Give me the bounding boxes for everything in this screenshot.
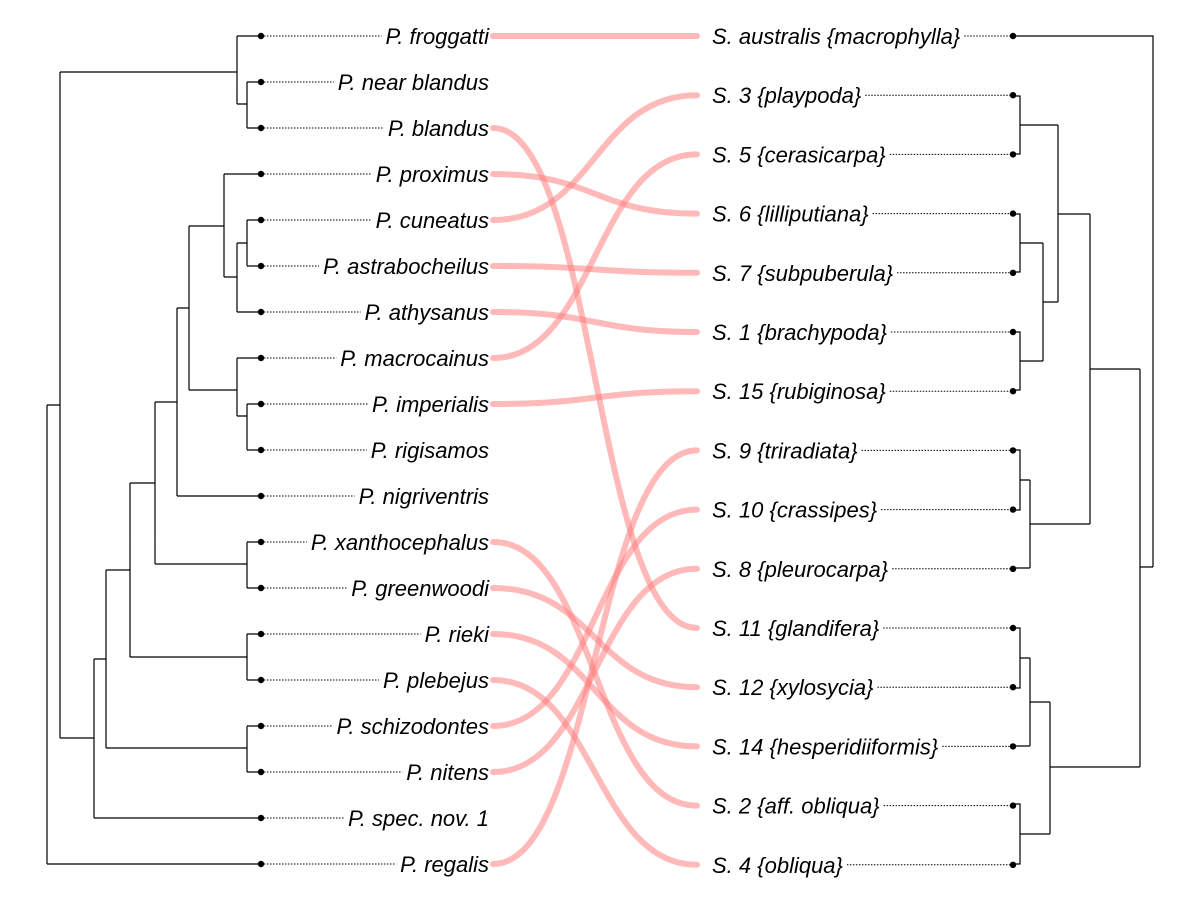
association-lines — [490, 33, 700, 868]
left-tip-point — [257, 722, 265, 730]
right-taxon-label-s-14-hesperidiiformis: S. 14 {hesperidiiformis} — [712, 734, 939, 759]
right-tip-point — [1009, 506, 1017, 513]
right-tip-point — [1009, 743, 1017, 750]
left-taxon-label-p-nitens: P. nitens — [406, 760, 489, 785]
leader-lines — [261, 35, 1013, 866]
right-tip-point — [1009, 684, 1017, 691]
right-tip-point — [1009, 210, 1017, 217]
association-line-p-cuneatus — [490, 92, 700, 223]
association-line-p-macrocainus — [490, 151, 700, 361]
right-taxon-label-s-10-crassipes: S. 10 {crassipes} — [712, 498, 878, 523]
left-tip-point — [257, 216, 265, 224]
left-taxon-label-p-rieki: P. rieki — [425, 622, 491, 647]
left-taxon-label-p-athysanus: P. athysanus — [365, 300, 489, 325]
left-tip-point — [257, 262, 265, 270]
association-line-p-athysanus — [490, 309, 700, 335]
right-taxon-label-s-4-obliqua: S. 4 {obliqua} — [712, 853, 844, 878]
association-line-p-regalis — [490, 447, 700, 867]
association-line-p-rieki — [490, 631, 700, 750]
left-taxon-label-p-schizodontes: P. schizodontes — [337, 714, 489, 739]
right-taxon-label-s-3-playpoda: S. 3 {playpoda} — [712, 83, 862, 108]
left-tip-point — [257, 124, 265, 132]
association-line-p-schizodontes — [490, 506, 700, 729]
left-taxon-label-p-imperialis: P. imperialis — [372, 392, 489, 417]
association-line-p-imperialis — [490, 388, 700, 407]
right-tip-point — [1009, 802, 1017, 809]
left-tip-point — [257, 400, 265, 408]
left-dendrogram — [46, 35, 261, 865]
left-tip-point — [257, 538, 265, 546]
right-taxon-label-s-9-triradiata: S. 9 {triradiata} — [712, 438, 858, 463]
association-line-p-astrabocheilus — [490, 263, 700, 276]
right-tip-point — [1009, 447, 1017, 454]
right-tip-point — [1009, 565, 1017, 572]
right-tip-point — [1009, 388, 1017, 395]
right-tip-point — [1009, 151, 1017, 158]
left-tip-point — [257, 32, 265, 40]
right-taxon-label-s-7-subpuberula: S. 7 {subpuberula} — [712, 261, 894, 286]
association-line-p-greenwoodi — [490, 585, 700, 691]
left-tip-point — [257, 170, 265, 178]
association-line-p-blandus — [490, 125, 700, 631]
left-tip-point — [257, 676, 265, 684]
right-tip-point — [1009, 624, 1017, 632]
association-line-p-plebejus — [490, 677, 700, 868]
left-taxon-label-p-xanthocephalus: P. xanthocephalus — [311, 530, 489, 555]
left-taxon-label-p-froggatti: P. froggatti — [385, 24, 490, 49]
tip-points — [257, 32, 1017, 868]
left-tip-point — [257, 78, 265, 86]
left-tip-point — [257, 768, 265, 776]
left-tree-branches — [46, 35, 261, 865]
left-taxon-label-p-spec-nov-1: P. spec. nov. 1 — [348, 806, 489, 831]
right-tree-branches — [1013, 35, 1154, 865]
left-taxon-label-p-astrabocheilus: P. astrabocheilus — [323, 254, 489, 279]
right-taxon-label-s-12-xylosycia: S. 12 {xylosycia} — [712, 675, 874, 700]
left-tip-point — [257, 446, 265, 454]
left-tip-point — [257, 814, 265, 822]
left-taxon-label-p-proximus: P. proximus — [376, 162, 489, 187]
right-taxon-label-s-8-pleurocarpa: S. 8 {pleurocarpa} — [712, 557, 889, 582]
right-taxon-label-s-australis-macrophylla: S. australis {macrophylla} — [712, 24, 961, 49]
right-taxon-label-s-1-brachypoda: S. 1 {brachypoda} — [712, 320, 888, 345]
left-taxon-label-p-plebejus: P. plebejus — [383, 668, 489, 693]
right-taxon-label-s-11-glandifera: S. 11 {glandifera} — [712, 616, 880, 641]
left-tip-point — [257, 354, 265, 362]
left-tip-point — [257, 492, 265, 500]
left-taxon-label-p-nigriventris: P. nigriventris — [359, 484, 489, 509]
association-line-p-nitens — [490, 565, 700, 775]
right-taxon-label-s-6-lilliputiana: S. 6 {lilliputiana} — [712, 202, 869, 227]
left-tip-point — [257, 308, 265, 316]
left-tip-point — [257, 630, 265, 638]
left-tip-point — [257, 584, 265, 592]
taxon-labels: P. froggatti P. near blandus P. blandus P. … — [311, 24, 961, 878]
right-tip-point — [1009, 92, 1017, 99]
left-taxon-label-p-blandus: P. blandus — [388, 116, 489, 141]
right-taxon-label-s-2-aff-obliqua: S. 2 {aff. obliqua} — [712, 794, 880, 819]
right-tip-point — [1009, 32, 1017, 40]
right-tip-point — [1009, 328, 1017, 336]
left-tip-point — [257, 860, 265, 868]
left-taxon-label-p-cuneatus: P. cuneatus — [376, 208, 489, 233]
right-dendrogram — [1013, 35, 1154, 865]
left-taxon-label-p-near-blandus: P. near blandus — [338, 70, 489, 95]
left-taxon-label-p-rigisamos: P. rigisamos — [371, 438, 489, 463]
left-taxon-label-p-greenwoodi: P. greenwoodi — [351, 576, 490, 601]
right-taxon-label-s-5-cerasicarpa: S. 5 {cerasicarpa} — [712, 142, 886, 167]
right-tip-point — [1009, 269, 1017, 276]
left-taxon-label-p-regalis: P. regalis — [400, 852, 489, 877]
association-line-p-proximus — [490, 171, 700, 217]
right-taxon-label-s-15-rubiginosa: S. 15 {rubiginosa} — [712, 379, 886, 404]
right-tip-point — [1009, 861, 1017, 868]
left-taxon-label-p-macrocainus: P. macrocainus — [340, 346, 489, 371]
